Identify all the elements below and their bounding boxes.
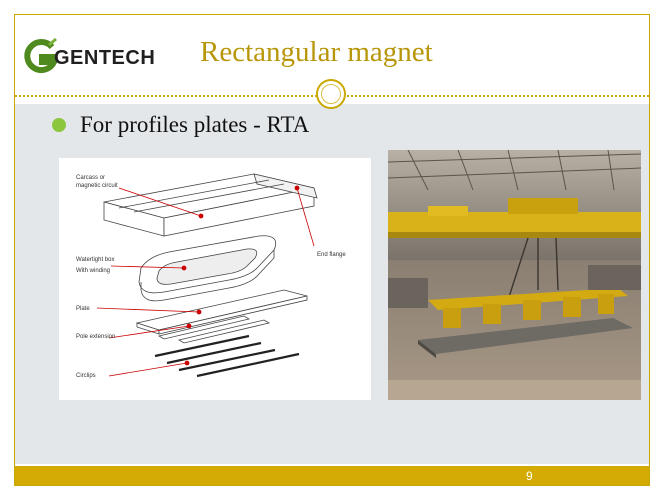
photo-illustration	[388, 150, 641, 400]
slide-frame	[14, 14, 650, 486]
bullet-text: For profiles plates - RTA	[80, 112, 310, 137]
label-end-flange: End flange	[317, 252, 346, 258]
label-carcass-2: magnetic circuit	[76, 183, 118, 189]
logo-text: GENTECH	[54, 47, 156, 69]
label-plate: Plate	[76, 306, 90, 312]
page-title: Rectangular magnet	[200, 36, 433, 68]
gentech-logo: GENTECH	[24, 38, 174, 78]
bullet-dot-icon	[52, 118, 66, 132]
label-watertight-2: With winding	[76, 268, 110, 274]
slide-footer	[15, 466, 649, 486]
label-pole-extension: Pole extension	[76, 334, 115, 340]
label-carcass-1: Carcass or	[76, 175, 105, 181]
exploded-magnet-diagram: Carcass or magnetic circuit End flange W…	[59, 158, 371, 400]
page-number: 9	[526, 469, 533, 483]
label-circlips: Circlips	[76, 373, 96, 379]
label-watertight-1: Watertight box	[76, 257, 114, 263]
crane-magnet-photo	[388, 150, 641, 400]
diagram-svg: Carcass or magnetic circuit End flange W…	[76, 173, 346, 379]
divider-ornament-icon	[316, 79, 346, 109]
gentech-g-icon	[24, 38, 58, 74]
